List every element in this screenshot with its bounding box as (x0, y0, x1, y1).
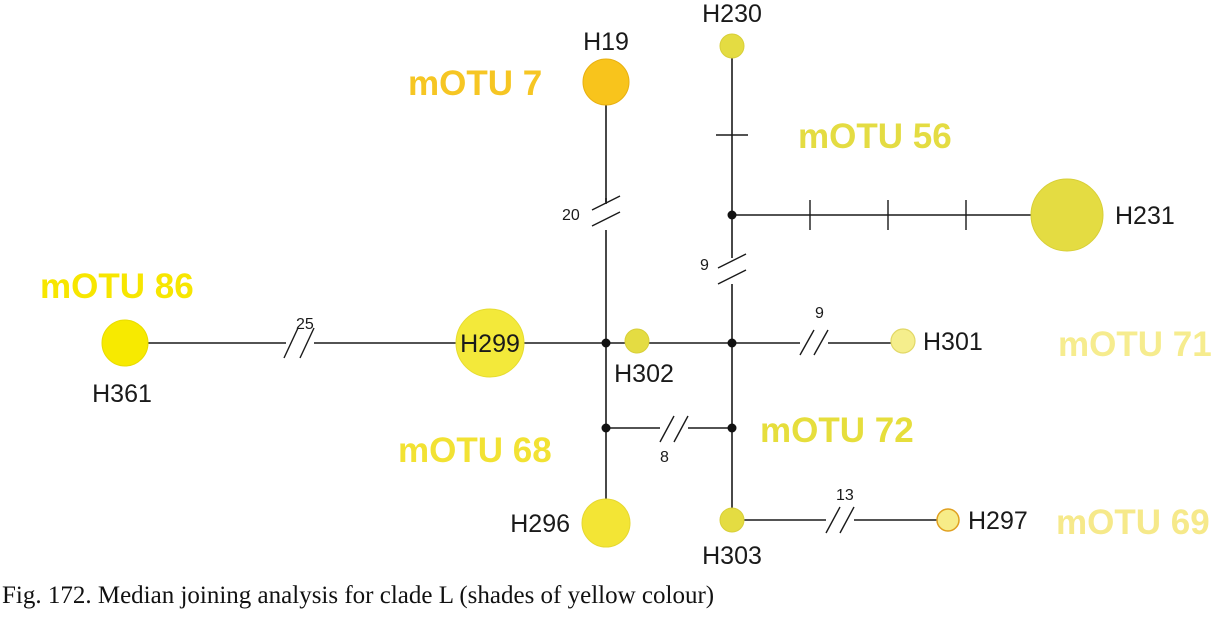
median-vectors (601, 210, 737, 433)
haplotype-node-h361 (101, 319, 149, 367)
haplotype-label-h302: H302 (614, 360, 674, 388)
haplotype-node-h297 (936, 508, 960, 532)
group-label-motu-86: mOTU 86 (40, 267, 194, 306)
median-vector (727, 210, 737, 220)
haplotype-node-h230 (719, 33, 745, 59)
break-mark-25 (283, 327, 315, 359)
group-label-motu-7: mOTU 7 (408, 64, 542, 103)
haplotype-label-h361: H361 (92, 380, 152, 408)
median-vector (727, 423, 737, 433)
mutation-count: 9 (700, 257, 709, 274)
break-mark-20 (591, 195, 621, 230)
haplotype-node-h231 (1030, 178, 1104, 252)
haplotype-network: 20 9 25 9 8 13 H19 H230 H231 H361 H299 H… (40, 0, 1212, 570)
haplotype-node-h303 (719, 507, 745, 533)
mutation-count: 13 (836, 487, 854, 504)
median-vector (601, 338, 611, 348)
haplotype-label-h231: H231 (1115, 202, 1175, 230)
mutation-count-labels: 20 9 25 9 8 13 (296, 207, 854, 504)
median-vector (727, 338, 737, 348)
median-vector (601, 423, 611, 433)
haplotype-node-h296 (581, 498, 631, 548)
haplotype-label-h301: H301 (923, 328, 983, 356)
haplotype-node-h299 (455, 308, 525, 378)
haplotype-labels: H19 H230 H231 H361 H299 H302 H301 H296 H… (92, 0, 1175, 570)
branch-breaks (283, 195, 855, 534)
haplotype-nodes (101, 33, 1104, 548)
group-label-motu-68: mOTU 68 (398, 431, 552, 470)
mutation-ticks (716, 134, 967, 230)
haplotype-node-h301 (890, 328, 916, 354)
haplotype-node-h302 (624, 328, 650, 354)
break-mark-8 (659, 415, 689, 443)
haplotype-label-h19: H19 (583, 28, 629, 56)
group-label-motu-71: mOTU 71 (1058, 325, 1212, 364)
break-mark-9-vertical (717, 253, 747, 285)
haplotype-label-h230: H230 (702, 0, 762, 28)
group-label-motu-72: mOTU 72 (760, 411, 914, 450)
figure-caption: Fig. 172. Median joining analysis for cl… (2, 582, 715, 609)
haplotype-label-h303: H303 (702, 542, 762, 570)
group-label-motu-69: mOTU 69 (1056, 503, 1210, 542)
break-mark-9-horizontal (799, 329, 829, 356)
haplotype-label-h296: H296 (510, 510, 570, 538)
group-labels: mOTU 7 mOTU 56 mOTU 86 mOTU 68 mOTU 72 m… (40, 64, 1212, 542)
mutation-count: 9 (815, 305, 824, 322)
mutation-count: 8 (660, 449, 669, 466)
mutation-count: 25 (296, 316, 314, 333)
haplotype-node-h19 (582, 58, 630, 106)
haplotype-label-h297: H297 (968, 507, 1028, 535)
mutation-count: 20 (562, 207, 580, 224)
haplotype-label-h299: H299 (460, 330, 520, 358)
break-mark-13 (825, 506, 855, 534)
group-label-motu-56: mOTU 56 (798, 117, 952, 156)
